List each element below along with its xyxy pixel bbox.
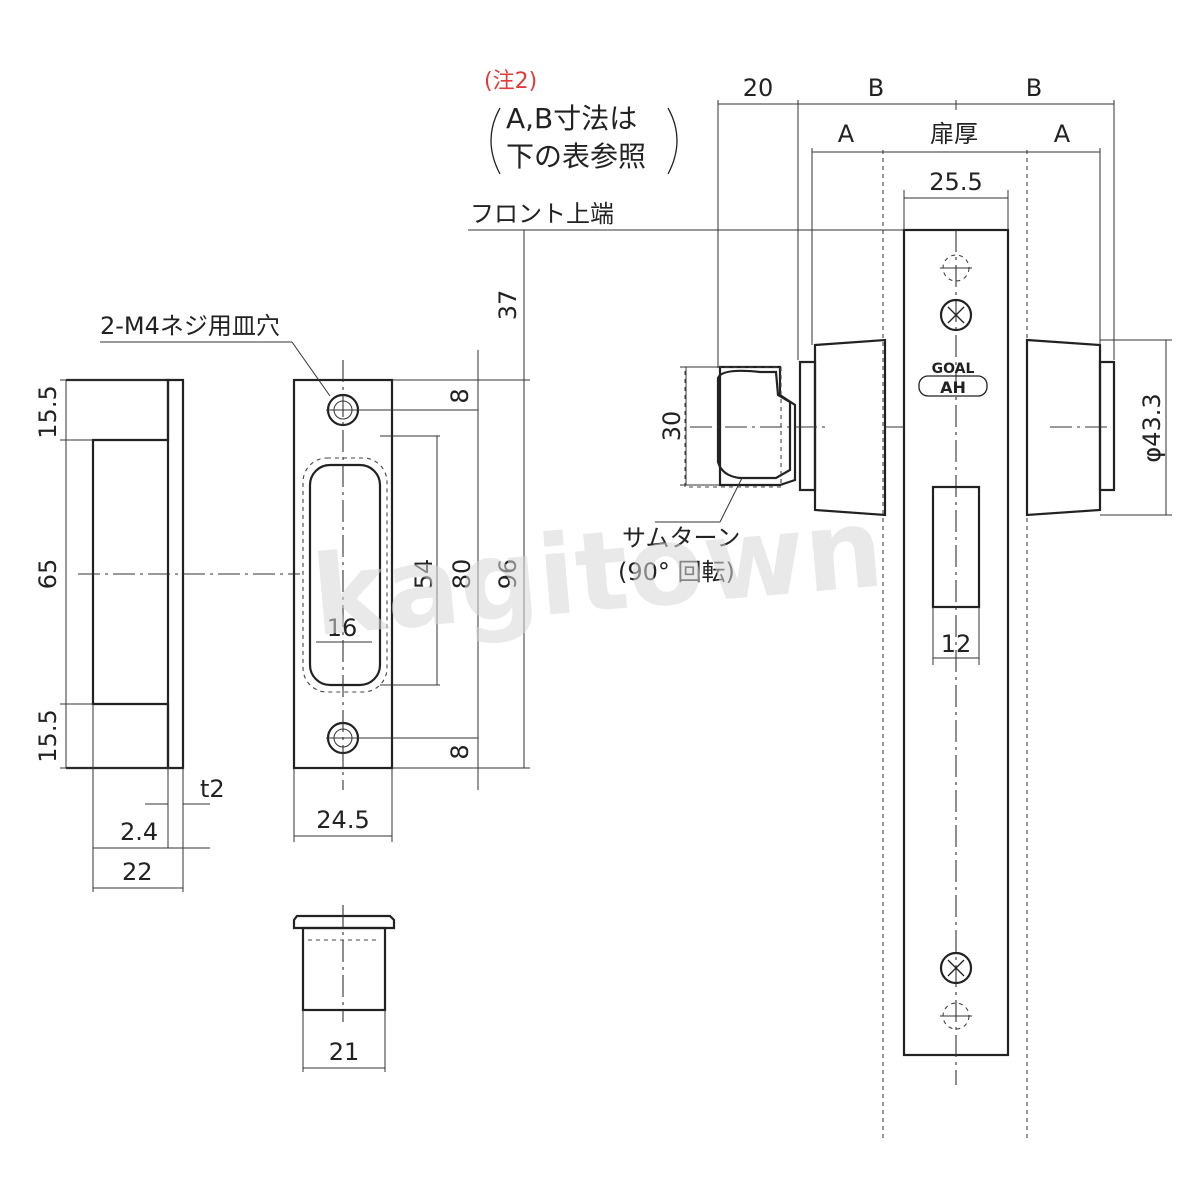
dim-15-5-bottom: 15.5: [34, 709, 62, 762]
dim-96: 96: [494, 559, 522, 590]
dim-t2: t2: [200, 775, 225, 803]
dim-phi-43-3: φ43.3: [1138, 393, 1166, 462]
dim-B-right: B: [1026, 74, 1042, 102]
front-top-label: フロント上端: [470, 200, 614, 228]
note-line2: 下の表参照: [506, 140, 646, 173]
dim-22: 22: [122, 858, 153, 886]
strike-plate-front: [100, 341, 530, 842]
strike-side-view: [60, 378, 300, 892]
brand-ah: AH: [940, 378, 966, 397]
thumbturn-label: サムターン: [622, 524, 740, 552]
watermark: kagitown: [307, 483, 888, 660]
dim-15-5-top: 15.5: [34, 385, 62, 438]
dim-A-left: A: [838, 120, 855, 148]
dim-80: 80: [448, 559, 476, 590]
dim-25-5: 25.5: [929, 168, 982, 196]
dim-24-5: 24.5: [316, 806, 369, 834]
dim-16: 16: [327, 614, 358, 642]
dim-65: 65: [34, 559, 62, 590]
strike-box-view: [292, 905, 396, 1072]
dim-A-right: A: [1054, 120, 1071, 148]
note-marker: (注2): [484, 69, 537, 94]
screw-hole-label: 2-M4ネジ用皿穴: [100, 312, 280, 340]
dim-2-4: 2.4: [120, 818, 158, 846]
note-line1: A,B寸法は: [506, 102, 637, 135]
dim-37: 37: [494, 290, 522, 321]
dim-8-bottom: 8: [446, 744, 474, 759]
dim-20: 20: [743, 74, 774, 102]
dim-54: 54: [410, 559, 438, 590]
dim-B-left: B: [868, 74, 884, 102]
thumbturn-rotation-label: (90° 回転): [618, 558, 735, 586]
dim-8-top: 8: [446, 388, 474, 403]
dim-30: 30: [658, 411, 686, 442]
lock-body-view: [468, 100, 1172, 1140]
dim-12: 12: [941, 630, 972, 658]
brand-goal: GOAL: [932, 361, 975, 377]
dim-21: 21: [329, 1038, 360, 1066]
door-thickness-label: 扉厚: [930, 120, 978, 148]
